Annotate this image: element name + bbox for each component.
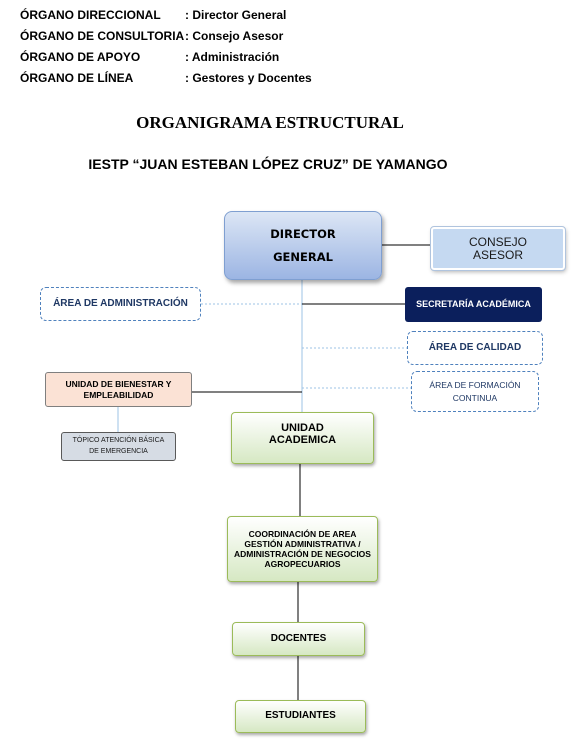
info-value: : Gestores y Docentes bbox=[185, 71, 312, 85]
area-administracion-box: ÁREA DE ADMINISTRACIÓN bbox=[40, 287, 201, 321]
topico-line2: DE EMERGENCIA bbox=[89, 447, 148, 455]
page-subtitle: IESTP “JUAN ESTEBAN LÓPEZ CRUZ” DE YAMAN… bbox=[88, 156, 448, 172]
formacion-line1: ÁREA DE FORMACIÓN bbox=[429, 380, 521, 391]
docentes-box: DOCENTES bbox=[232, 622, 365, 656]
coordinacion-line1: COORDINACIÓN DE AREA bbox=[248, 528, 357, 539]
estudiantes-label: ESTUDIANTES bbox=[265, 710, 336, 722]
info-label: ÓRGANO DIRECCIONAL bbox=[20, 8, 161, 22]
coordinacion-box: COORDINACIÓN DE AREA GESTIÓN ADMINISTRAT… bbox=[227, 516, 378, 582]
coordinacion-line3: ADMINISTRACIÓN DE NEGOCIOS bbox=[234, 549, 371, 559]
director-line1: DIRECTOR bbox=[270, 226, 336, 241]
unidad-line1: UNIDAD bbox=[281, 422, 324, 434]
secretaria-label: SECRETARÍA ACADÉMICA bbox=[416, 298, 531, 309]
topico-box: TÓPICO ATENCIÓN BÁSICA DE EMERGENCIA bbox=[61, 432, 176, 461]
info-label: ÓRGANO DE CONSULTORIA bbox=[20, 29, 185, 43]
bienestar-line1: UNIDAD DE BIENESTAR Y bbox=[65, 378, 172, 389]
page-title: ORGANIGRAMA ESTRUCTURAL bbox=[136, 113, 404, 132]
calidad-label: ÁREA DE CALIDAD bbox=[428, 341, 522, 353]
director-line2: GENERAL bbox=[273, 249, 333, 264]
info-value: : Consejo Asesor bbox=[185, 29, 284, 43]
info-label: ÓRGANO DE APOYO bbox=[20, 50, 141, 64]
director-general-box: DIRECTOR GENERAL bbox=[224, 211, 382, 280]
consejo-line1: CONSEJO bbox=[468, 234, 527, 249]
area-formacion-box: ÁREA DE FORMACIÓN CONTINUA bbox=[411, 371, 539, 412]
administracion-label: ÁREA DE ADMINISTRACIÓN bbox=[53, 297, 188, 309]
unidad-academica-box: UNIDAD ACADEMICA bbox=[231, 412, 374, 464]
coordinacion-line2: GESTIÓN ADMINISTRATIVA / bbox=[244, 538, 361, 549]
bienestar-line2: EMPLEABILIDAD bbox=[83, 389, 154, 400]
formacion-line2: CONTINUA bbox=[452, 392, 498, 403]
info-label: ÓRGANO DE LÍNEA bbox=[20, 71, 134, 85]
unidad-bienestar-box: UNIDAD DE BIENESTAR Y EMPLEABILIDAD bbox=[45, 372, 192, 407]
topico-line1: TÓPICO ATENCIÓN BÁSICA bbox=[72, 437, 165, 445]
area-calidad-box: ÁREA DE CALIDAD bbox=[407, 331, 543, 365]
secretaria-academica-box: SECRETARÍA ACADÉMICA bbox=[405, 287, 542, 322]
estudiantes-box: ESTUDIANTES bbox=[235, 700, 366, 733]
unidad-line2: ACADEMICA bbox=[268, 434, 337, 447]
docentes-label: DOCENTES bbox=[270, 632, 327, 644]
info-value: : Director General bbox=[185, 8, 287, 22]
consejo-line2: ASESOR bbox=[472, 247, 523, 262]
consejo-asesor-box: CONSEJO ASESOR bbox=[430, 226, 566, 271]
info-value: : Administración bbox=[185, 50, 280, 64]
coordinacion-line4: AGROPECUARIOS bbox=[264, 559, 341, 570]
